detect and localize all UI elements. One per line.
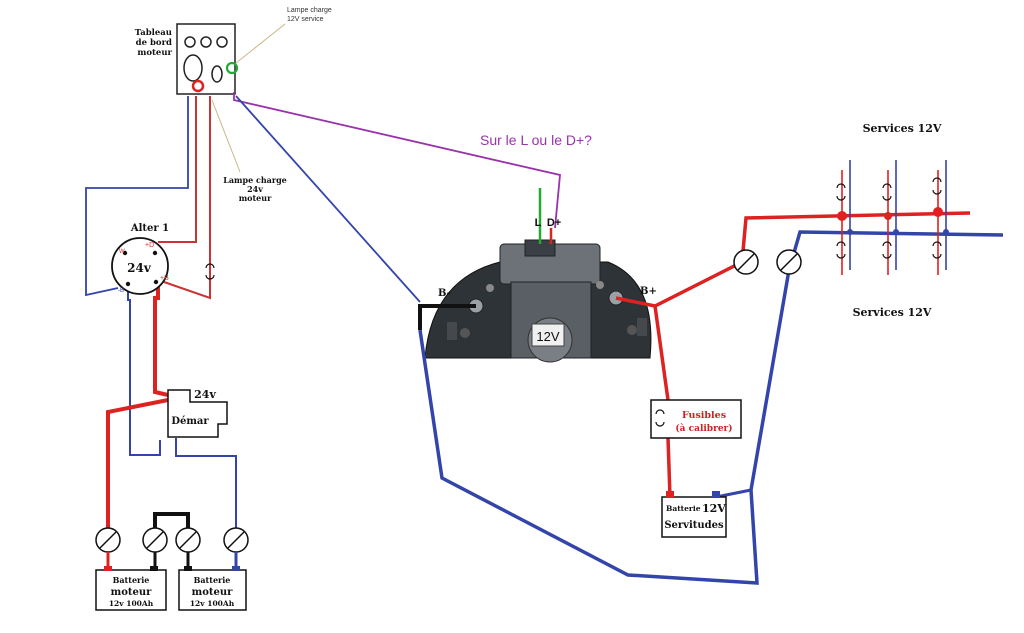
lamp-12v-note-line2: 12V service [287, 16, 324, 23]
service-switch-positive [733, 249, 759, 275]
services-top-label: Services 12V [863, 122, 942, 135]
charge-lamp-12v-indicator [225, 61, 239, 75]
service-battery-line1: Batterie [666, 504, 701, 513]
starter-voltage: 24v [194, 388, 216, 401]
dashboard-dplus-wire [158, 96, 197, 243]
battery1-line3: 12v 100Ah [109, 599, 154, 608]
alternator12-voltage: 12V [536, 329, 559, 344]
engine-battery-2 [178, 566, 247, 611]
service-switch-negative [776, 249, 802, 275]
alter1-voltage: 24v [127, 261, 152, 275]
battery2-line2: moteur [192, 587, 234, 598]
alternator12-terminal-bminus: B- [438, 288, 451, 299]
bminus-wire [418, 304, 476, 330]
alter1-to-starter-positive [153, 282, 169, 397]
lamp-24v-note-line3: moteur [239, 193, 272, 203]
engine-battery-1 [95, 566, 167, 611]
fuse-12v-charge [650, 399, 742, 439]
starter-to-battery-negative [175, 438, 237, 528]
battery-switch-2 [142, 527, 168, 553]
alternator-12v [424, 239, 652, 363]
fuses-line2: (à calibrer) [675, 423, 732, 434]
service-circuit-3 [932, 160, 949, 275]
service-battery-line2: 12V [702, 502, 726, 515]
service-circuit-2 [882, 160, 899, 275]
dashboard-title-line1: Tableau [135, 28, 172, 38]
services-bottom-label: Services 12V [853, 306, 932, 319]
service-negative-bus [418, 230, 1004, 585]
alter1-terminal-bplus: +B [160, 275, 169, 282]
battery-series-link [153, 512, 190, 528]
starter-label: Démar [171, 416, 209, 427]
question-note: Sur le L ou le D+? [480, 132, 592, 148]
fuses-line1: Fusibles [682, 410, 726, 421]
battery1-line2: moteur [111, 587, 153, 598]
alternator12-terminal-dplus: D+ [547, 217, 561, 229]
dashboard-title-line2: de bord [136, 38, 172, 48]
battery1-line1: Batterie [113, 575, 150, 585]
alter1-terminal-bminus: -B [118, 288, 124, 294]
alter1-title: Alter 1 [130, 223, 169, 234]
dashboard-title-line3: moteur [137, 48, 172, 58]
signal-wire-12v-lamp [233, 92, 561, 229]
service-battery [661, 491, 727, 538]
alternator12-terminal-bplus: B+ [640, 286, 657, 297]
battery-switch-4 [223, 527, 249, 553]
lamp-24v-note-line1: Lampe charge [223, 175, 287, 185]
service-battery-line3: Servitudes [664, 520, 724, 531]
alternator12-terminal-l: L [535, 217, 542, 229]
starter-motor [167, 389, 228, 438]
battery2-line1: Batterie [194, 575, 231, 585]
charge-lamp-24v-indicator [191, 79, 205, 93]
dashboard-ground-wire [85, 96, 189, 297]
alternator-24v [111, 237, 169, 295]
starter-to-battery-positive [106, 398, 169, 528]
dashboard-panel [176, 23, 239, 95]
service-circuit-1 [836, 160, 853, 275]
alter1-terminal-dplus: +D [145, 242, 154, 249]
battery-switch-1 [95, 527, 121, 553]
battery-switch-3 [175, 527, 201, 553]
fuse-24v-lamp [205, 263, 215, 280]
lamp-24v-note-line2: 24v [247, 184, 263, 194]
lamp-12v-note-line1: Lampe charge [287, 7, 332, 14]
dashboard-to-bminus-wire [235, 95, 421, 303]
alter1-terminal-w: W [119, 249, 125, 255]
dashboard-bplus-wire [163, 96, 211, 300]
alter1-ground-wire [127, 288, 161, 456]
battery2-line3: 12v 100Ah [190, 599, 235, 608]
